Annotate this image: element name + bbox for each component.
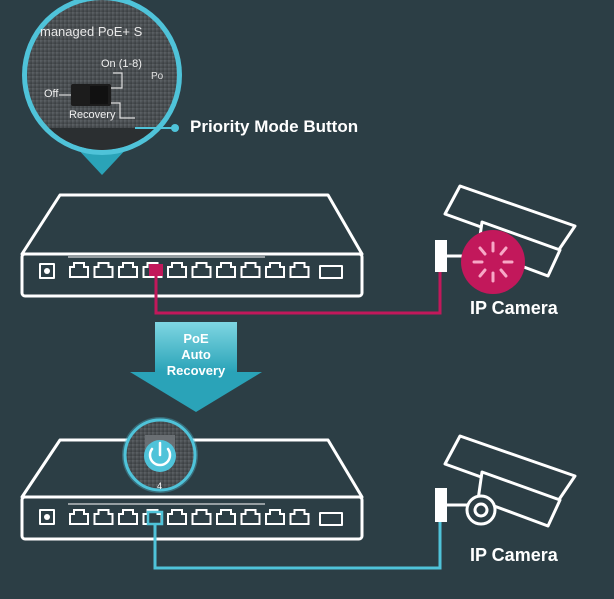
ethernet-port — [191, 509, 212, 525]
power-recovered-icon — [148, 441, 172, 467]
zoom-switch-off-label: Off — [44, 88, 59, 100]
priority-mode-button-label: Priority Mode Button — [190, 117, 359, 136]
ip-camera-bottom-label: IP Camera — [470, 545, 558, 565]
ethernet-port — [265, 509, 285, 525]
port-number-label: 4 — [157, 481, 163, 491]
ethernet-port — [240, 262, 261, 278]
ethernet-port — [240, 509, 261, 525]
ethernet-port — [167, 509, 187, 525]
ports-top — [68, 256, 310, 278]
ethernet-port — [289, 509, 310, 525]
ethernet-port — [93, 509, 114, 525]
ethernet-port — [118, 262, 138, 278]
ethernet-port — [289, 262, 310, 278]
camera-top-loading-icon — [461, 230, 525, 294]
zoom-switch-on-label: On (1-8) — [101, 58, 142, 70]
port-zoom-circle — [122, 417, 198, 493]
auto-recovery-arrow — [130, 322, 262, 412]
ethernet-port — [93, 262, 114, 278]
cable-top-fault — [149, 264, 442, 315]
switch-bottom — [20, 438, 364, 541]
ethernet-port — [216, 262, 236, 278]
auto-recovery-line-3: Recovery — [166, 363, 226, 378]
ethernet-port — [216, 509, 236, 525]
ethernet-port — [118, 509, 138, 525]
auto-recovery-label: PoE Auto Recovery — [136, 331, 256, 379]
zoom-callout — [22, 0, 182, 175]
ethernet-port — [191, 262, 212, 278]
ethernet-port — [167, 262, 187, 278]
ethernet-port — [265, 262, 285, 278]
switch-top — [20, 193, 364, 298]
auto-recovery-line-1: PoE — [183, 331, 209, 346]
zoom-truncated-label: Po — [151, 71, 164, 82]
ports-bottom — [68, 503, 310, 525]
cable-bottom-recovered — [146, 510, 442, 570]
auto-recovery-line-2: Auto — [181, 347, 211, 362]
ethernet-port — [69, 509, 89, 525]
ethernet-port — [69, 262, 89, 278]
ip-camera-top-label: IP Camera — [470, 298, 558, 318]
ip-camera-bottom — [435, 434, 577, 528]
zoom-product-title: managed PoE+ S — [40, 24, 143, 39]
zoom-recovery-label: Recovery — [69, 109, 116, 121]
